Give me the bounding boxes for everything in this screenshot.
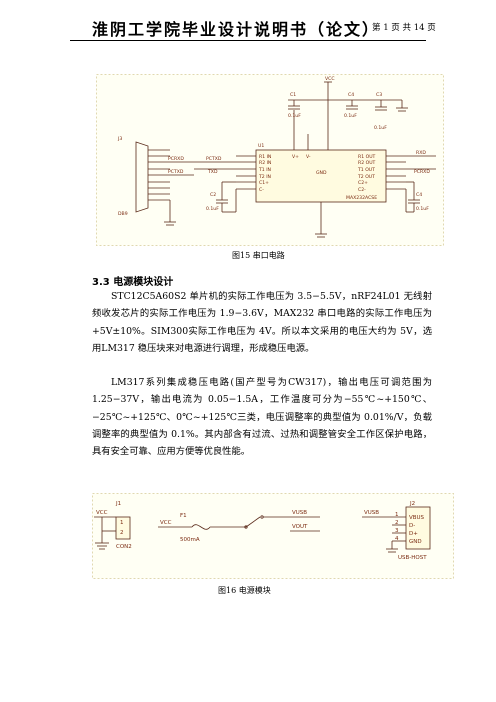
pin-vminus: V-	[306, 154, 311, 160]
vusb-net-label: VUSB	[292, 510, 307, 516]
pin-c2plus: C2+	[358, 180, 368, 186]
j2-label: J2	[409, 501, 415, 507]
pcrxd-right-label: PCRXD	[414, 169, 430, 175]
vcc1-label: VCC	[96, 510, 108, 516]
j1-pin1: 1	[120, 520, 124, 526]
rxd-net-label: RXD	[416, 150, 426, 156]
document-header-title: 淮阴工学院毕业设计说明书（论文）	[92, 20, 381, 39]
c3-value: 0.1uF	[374, 125, 387, 131]
c4-value: 0.1uF	[344, 113, 357, 119]
section-title: 3.3 电源模块设计	[92, 277, 174, 288]
pin-t2in: T2 IN	[258, 174, 271, 180]
c1-value: 0.1uF	[288, 113, 301, 119]
f1-label: F1	[180, 513, 187, 519]
paragraph-text: LM317系列集成稳压电路(国产型号为CW317)，输出电压可调范围为 1.25…	[92, 377, 432, 458]
figure15-caption: 图15 串口电路	[232, 251, 285, 260]
paragraph: LM317系列集成稳压电路(国产型号为CW317)，输出电压可调范围为 1.25…	[92, 374, 432, 460]
page-number: 第 1 页 共 14 页	[372, 23, 436, 33]
usb-pin-number: 3	[395, 528, 399, 534]
usb-pin-vbus: VBUS	[409, 515, 425, 521]
fuse-rating: 500mA	[180, 537, 200, 543]
c4b-label: C4	[416, 192, 422, 198]
usb-pin-number: 4	[395, 536, 399, 542]
j1-label: J1	[115, 501, 121, 507]
pctxd-net-label: PCTXD	[206, 156, 222, 162]
c4b-value: 0.1uF	[416, 206, 429, 212]
pin-vplus: V+	[292, 154, 299, 160]
pin-gnd: GND	[316, 170, 327, 176]
pin-t1in: T1 IN	[258, 167, 271, 173]
pin-c1plus: C1+	[259, 180, 269, 186]
pin-r1in: R1 IN	[259, 154, 271, 160]
usb-host-label: USB-HOST	[398, 555, 427, 561]
pin-t1out: T1 OUT	[357, 167, 375, 173]
power-module-schematic: J1 VCC 1 2 CON2 F1 VCC 500mA VUSB VOUT J…	[92, 493, 454, 579]
usb-pin-gnd: GND	[409, 539, 422, 545]
pin-r2in: R2 IN	[259, 160, 271, 166]
c3-label: C3	[376, 92, 382, 98]
pin-r2out: R2 OUT	[358, 160, 376, 166]
usb-pin-number: 1	[395, 512, 399, 518]
txd-net-label: TXD	[207, 169, 218, 175]
u1-label: U1	[258, 143, 264, 149]
vusb2-label: VUSB	[364, 510, 379, 516]
j3-label: J3	[117, 136, 122, 142]
vcc-label: VCC	[325, 76, 335, 82]
chip-label: MAX232ACSE	[346, 195, 377, 201]
j1-pin2: 2	[120, 530, 124, 536]
usb-pin-number: 2	[395, 520, 399, 526]
usb-pin-dplus: D+	[409, 531, 418, 537]
c2-value: 0.1uF	[206, 206, 219, 212]
serial-circuit-schematic: VCC U1 MAX232ACSE J3 DB9 C1 0.1uF C4 0.1…	[96, 74, 444, 246]
pin-r1out: R1 OUT	[358, 154, 376, 160]
c2-label: C2	[210, 192, 216, 198]
pctxd-db9-label: PCTXD	[168, 169, 184, 175]
vcc2-label: VCC	[160, 520, 172, 526]
paragraph: STC12C5A60S2 单片机的实际工作电压为 3.5−5.5V，nRF24L…	[92, 288, 432, 357]
figure16-caption: 图16 电源模块	[218, 586, 271, 595]
pin-cminus: C-	[259, 187, 264, 193]
con2-label: CON2	[116, 544, 132, 550]
vout-net-label: VOUT	[292, 524, 308, 530]
pin-c2minus: C2-	[358, 187, 366, 193]
c1-label: C1	[290, 92, 296, 98]
usb-pin-dminus: D-	[409, 523, 415, 529]
paragraph-text: STC12C5A60S2 单片机的实际工作电压为 3.5−5.5V，nRF24L…	[92, 291, 432, 354]
pcrxd-net-label: PCRXD	[168, 156, 184, 162]
header-rule	[70, 40, 426, 41]
pin-t2out: T2 OUT	[357, 174, 375, 180]
c4-label: C4	[348, 92, 354, 98]
db9-label: DB9	[118, 211, 128, 217]
